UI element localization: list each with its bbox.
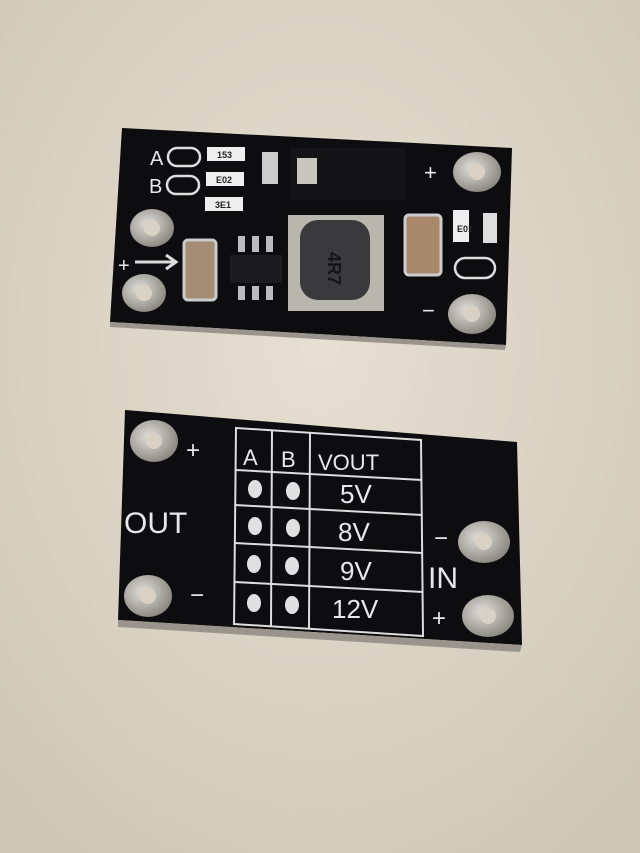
capacitor [182, 238, 218, 302]
out-minus-label: − [190, 582, 204, 609]
jumper-b-pad[interactable] [165, 174, 201, 196]
mounting-pad [130, 420, 178, 462]
header-a: A [243, 445, 258, 470]
input-plus-label: + [118, 255, 130, 277]
jumper-pads [247, 480, 300, 614]
out-plus-label: + [186, 437, 200, 464]
mounting-pad [130, 209, 174, 247]
out-label: OUT [124, 507, 187, 540]
voltage-12v: 12V [332, 594, 379, 624]
mounting-pad [458, 521, 510, 563]
voltage-table [232, 426, 425, 638]
voltage-9v: 9V [340, 556, 372, 586]
inductor [300, 220, 370, 300]
capacitor [403, 213, 443, 277]
led-outline [453, 256, 497, 280]
top-pcb-board: A B + + − 153 E02 3E1 E01 4R7 [110, 128, 512, 350]
resistor [262, 152, 278, 184]
in-label: IN [428, 562, 458, 595]
jumper-b-label: B [149, 176, 162, 198]
mounting-pad [448, 294, 496, 334]
voltage-8v: 8V [338, 517, 370, 547]
resistor [206, 172, 244, 186]
in-plus-label: + [432, 605, 446, 632]
inductor-mark: 4R7 [324, 252, 344, 285]
output-plus-label: + [424, 160, 437, 185]
header-vout: VOUT [318, 450, 379, 475]
resistor [205, 197, 243, 211]
led [483, 213, 497, 243]
header-b: B [281, 447, 296, 472]
resistor-mark: 153 [217, 150, 232, 160]
voltage-5v: 5V [340, 479, 372, 509]
mounting-pad [124, 575, 172, 617]
bottom-pcb-board: + − OUT IN − + A B VOUT 5V 8V 9V 12V [118, 410, 522, 652]
output-minus-label: − [422, 298, 435, 323]
in-minus-label: − [434, 525, 448, 552]
jumper-a-label: A [150, 148, 164, 170]
resistor [207, 147, 245, 161]
resistor [453, 210, 469, 242]
mounting-pad [453, 152, 501, 192]
resistor-mark: E02 [216, 175, 232, 185]
mounting-pad [122, 274, 166, 312]
arrow-icon [135, 253, 179, 271]
resistor-mark: E01 [457, 224, 473, 234]
regulator-ic [230, 255, 282, 283]
mounting-pad [462, 595, 514, 637]
resistor-mark: 3E1 [215, 200, 231, 210]
jumper-a-pad[interactable] [166, 146, 202, 168]
